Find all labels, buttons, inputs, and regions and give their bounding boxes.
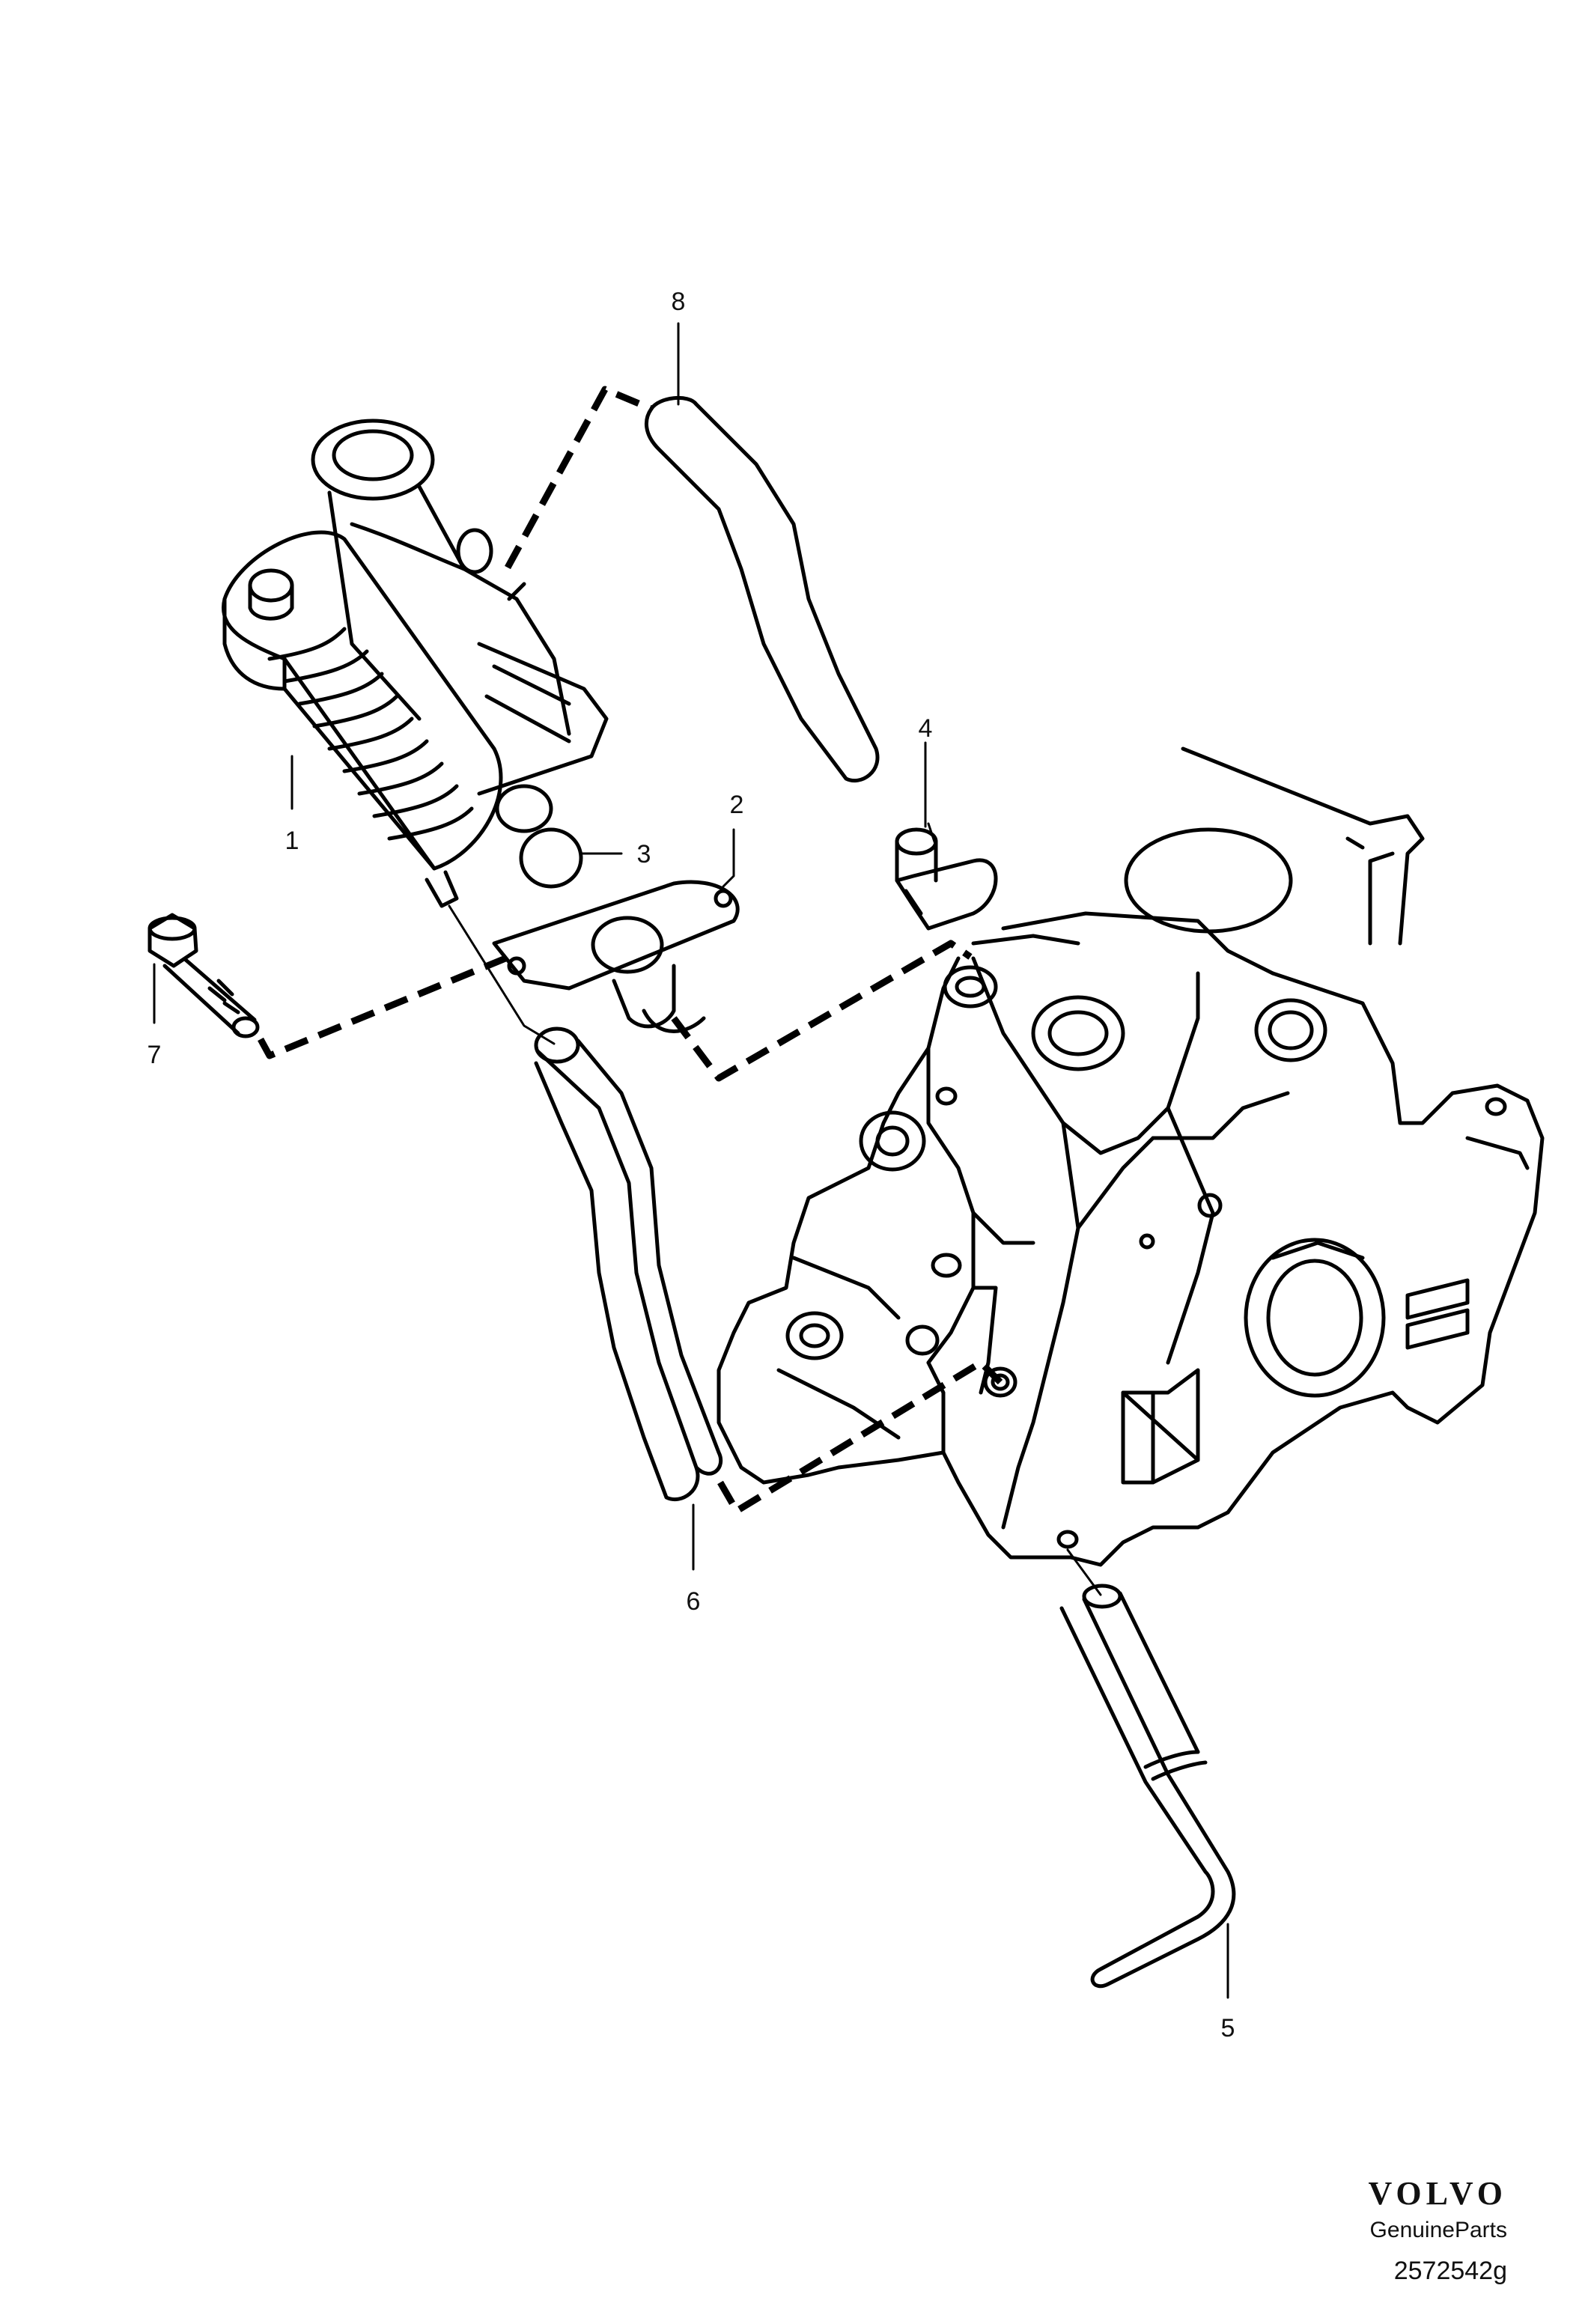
diagram-number: 2572542g — [1393, 2257, 1507, 2285]
hose-part-6 — [534, 1026, 723, 1502]
assembly-dashed-lines — [258, 386, 1003, 1515]
assembly-axis-lines — [448, 822, 1102, 1596]
oil-separator-part-1 — [222, 419, 609, 908]
callout-5: 5 — [1221, 2014, 1235, 2042]
callout-8: 8 — [672, 288, 686, 316]
callout-1: 1 — [285, 827, 299, 855]
dipstick-tube-part-5 — [1059, 1584, 1236, 1989]
callout-4: 4 — [919, 714, 933, 743]
brand-subtitle: GenuineParts — [1369, 2218, 1507, 2242]
bolt-part-7 — [147, 913, 260, 1038]
flange-valve-part-2 — [492, 880, 740, 1033]
engine-block — [717, 746, 1545, 1567]
o-ring-part-3 — [519, 827, 583, 889]
callout-leaders — [153, 322, 1229, 1999]
fitting-part-4 — [895, 827, 998, 931]
callout-3: 3 — [637, 840, 651, 869]
brand-logo: VOLVO — [1368, 2175, 1507, 2212]
callout-7: 7 — [147, 1041, 162, 1069]
callout-6: 6 — [687, 1587, 701, 1616]
callout-2: 2 — [730, 791, 744, 819]
hose-part-8 — [644, 395, 880, 783]
